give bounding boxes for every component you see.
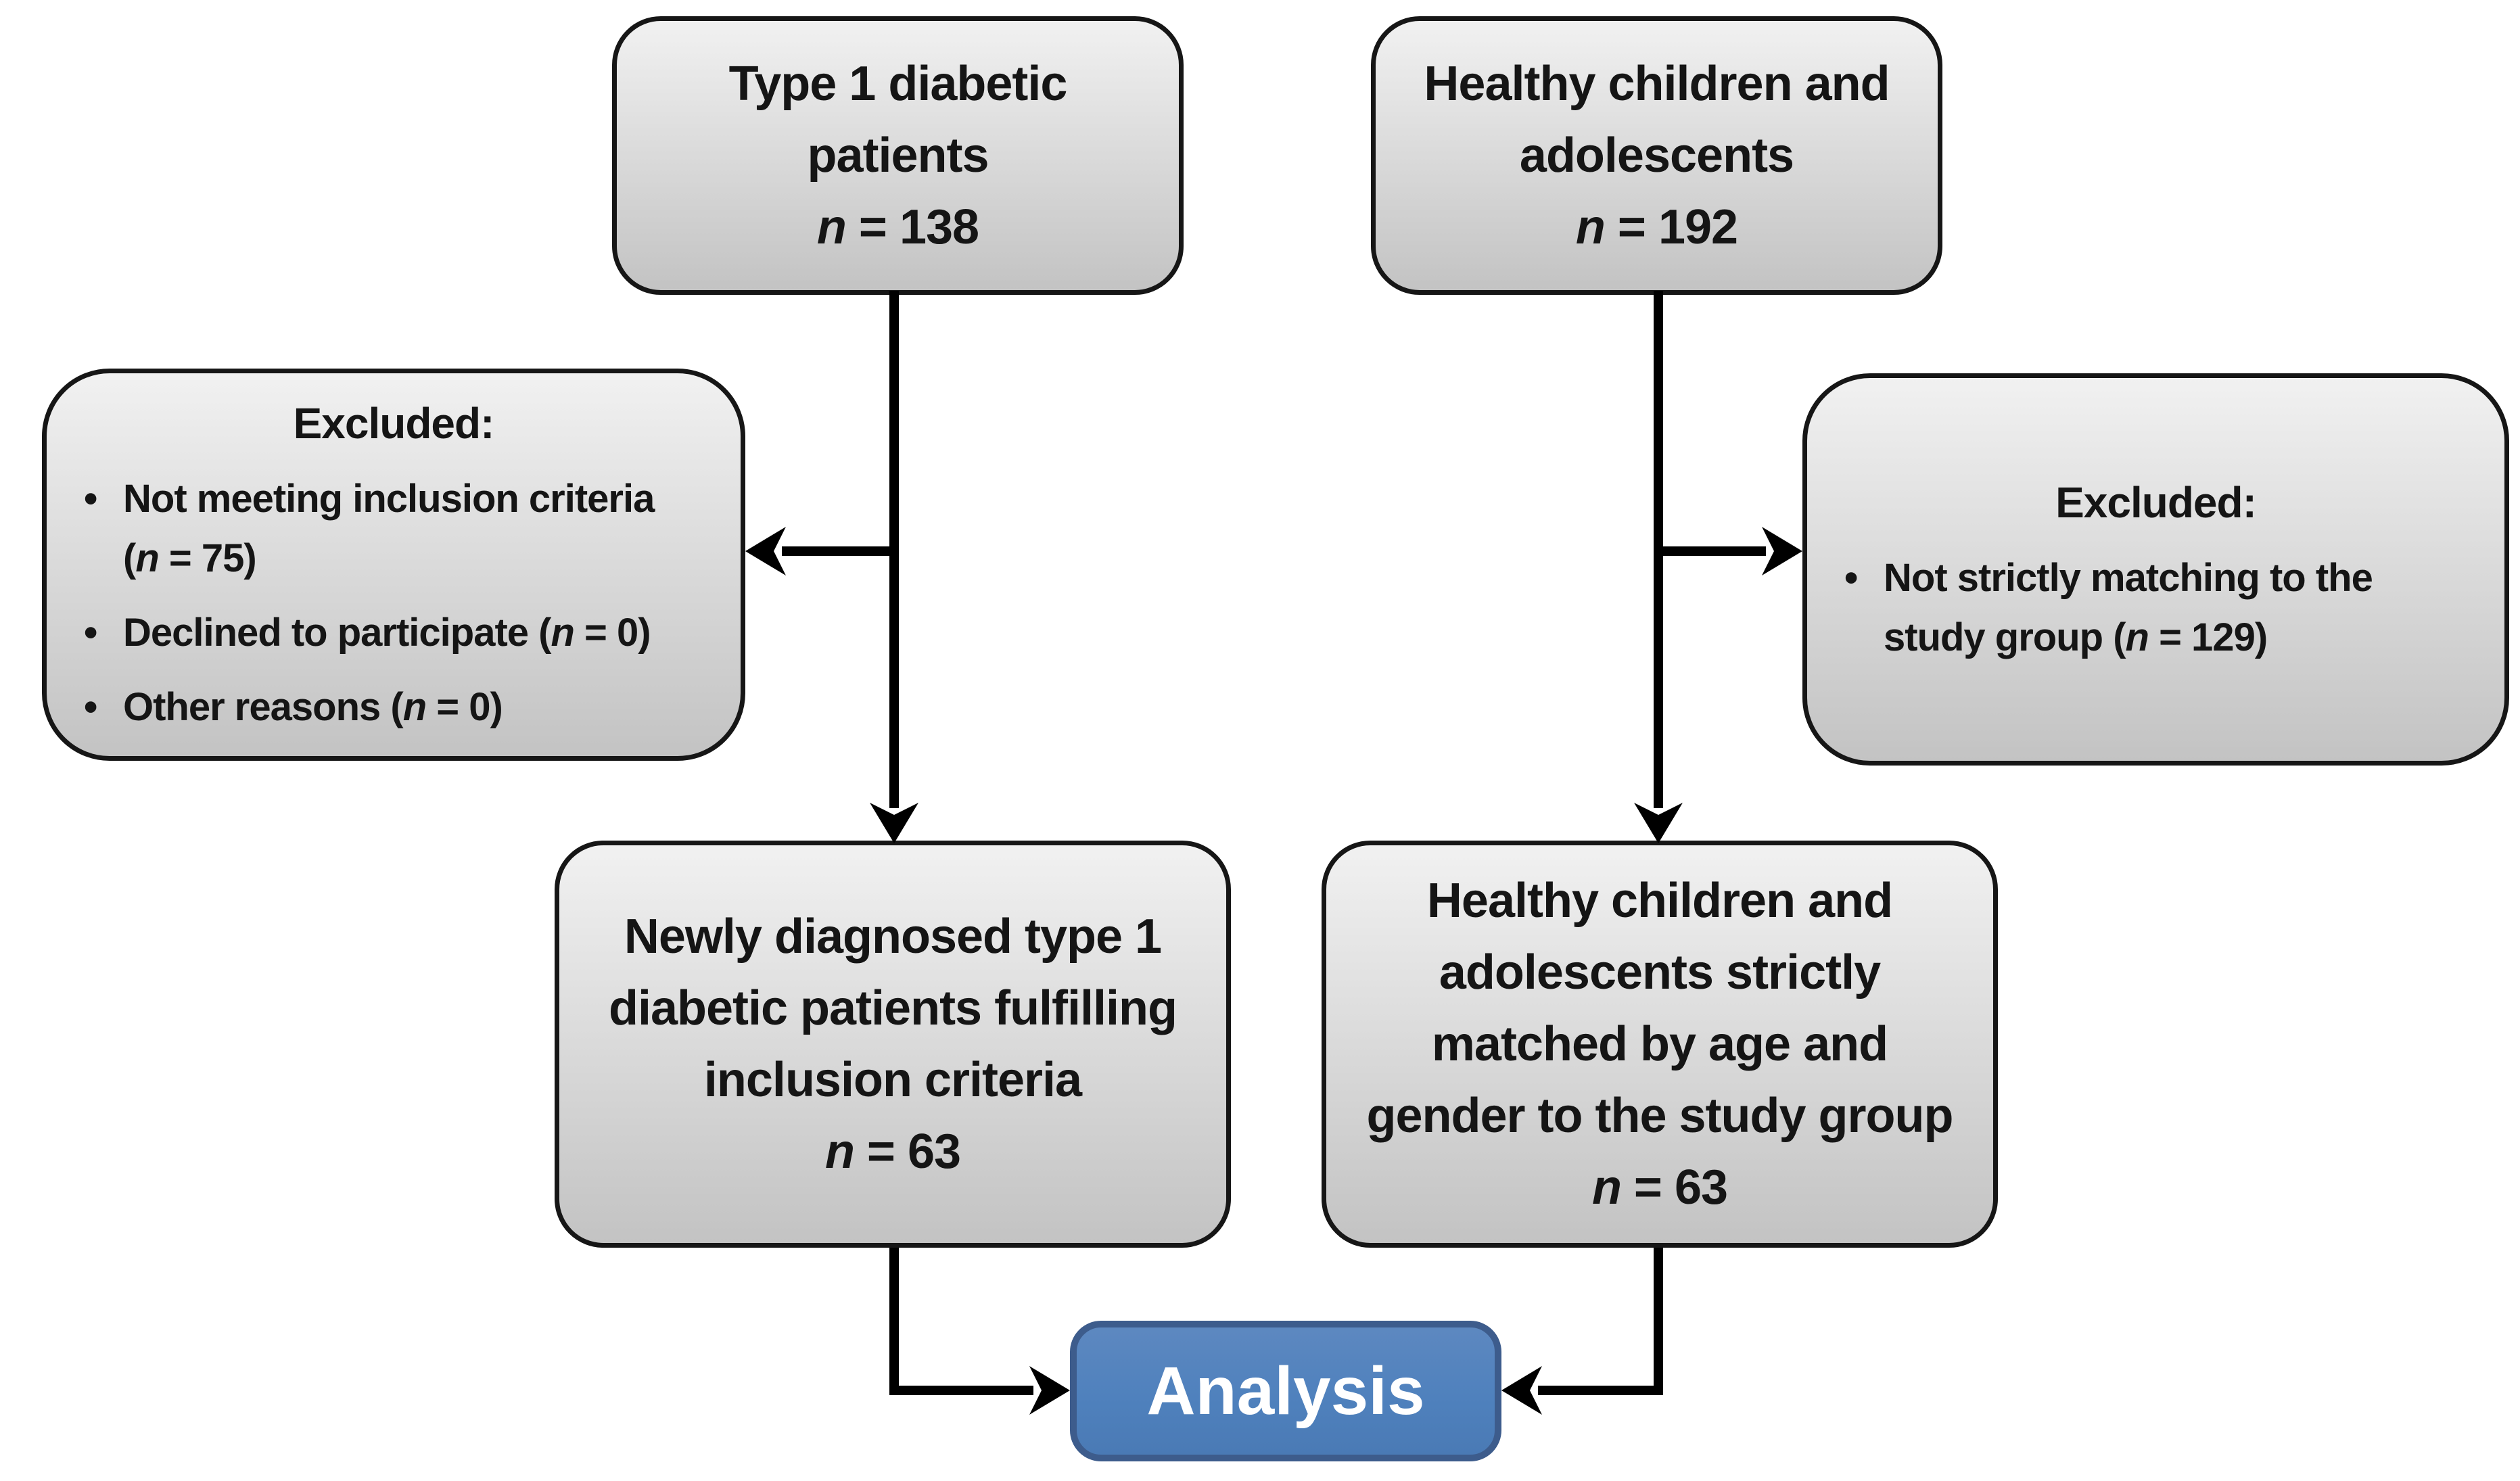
node-count-line: n = 63 bbox=[1591, 1160, 1728, 1215]
flow-node-study-excluded: Excluded: • Not meeting inclusion criter… bbox=[42, 369, 745, 761]
excluded-bullet-list: • Not meeting inclusion criteria (n = 75… bbox=[84, 469, 703, 737]
node-count-line: n = 63 bbox=[824, 1125, 961, 1179]
node-text-line: inclusion criteria bbox=[703, 1053, 1082, 1107]
flow-node-control-excluded: Excluded: • Not strictly matching to the… bbox=[1802, 373, 2509, 766]
list-item: • Not strictly matching to the study gro… bbox=[1844, 548, 2373, 667]
bullet-icon: • bbox=[1844, 556, 1858, 600]
node-text-line: Healthy children and bbox=[1426, 874, 1893, 928]
bullet-icon: • bbox=[84, 685, 97, 729]
connector-control-excluded-branch bbox=[1654, 546, 1766, 556]
list-item: • Other reasons (n = 0) bbox=[84, 678, 503, 737]
flow-node-control-included: Healthy children and adolescents strictl… bbox=[1322, 841, 1998, 1248]
excluded-heading: Excluded: bbox=[293, 399, 495, 448]
list-item: • Not meeting inclusion criteria (n = 75… bbox=[84, 469, 655, 588]
node-count-line: n = 138 bbox=[816, 200, 979, 254]
arrowhead-down-icon bbox=[870, 803, 918, 843]
node-text-line: adolescents bbox=[1519, 128, 1794, 183]
arrowhead-right-icon bbox=[1029, 1366, 1070, 1415]
connector-control-to-analysis-vertical bbox=[1654, 1248, 1663, 1395]
bullet-icon: • bbox=[84, 611, 97, 655]
node-text-line: matched by age and bbox=[1431, 1017, 1888, 1071]
flow-node-healthy-children: Healthy children and adolescents n = 192 bbox=[1371, 16, 1942, 295]
connector-study-excluded-branch bbox=[782, 546, 899, 556]
connector-control-to-analysis-horizontal bbox=[1538, 1386, 1663, 1395]
arrowhead-down-icon bbox=[1634, 803, 1683, 843]
list-item: • Declined to participate (n = 0) bbox=[84, 603, 651, 663]
node-text-line: Type 1 diabetic bbox=[728, 57, 1068, 111]
bullet-icon: • bbox=[84, 477, 97, 521]
node-text-line: Newly diagnosed type 1 bbox=[624, 910, 1162, 964]
connector-study-to-analysis-horizontal bbox=[889, 1386, 1033, 1395]
arrowhead-left-icon bbox=[745, 527, 786, 575]
node-text-line: diabetic patients fulfilling bbox=[608, 981, 1177, 1035]
node-text-line: adolescents strictly bbox=[1439, 945, 1881, 1000]
arrowhead-left-icon bbox=[1501, 1366, 1542, 1415]
analysis-label: Analysis bbox=[1146, 1353, 1425, 1429]
flow-node-analysis: Analysis bbox=[1070, 1321, 1501, 1461]
node-count-line: n = 192 bbox=[1575, 200, 1738, 254]
node-text-line: gender to the study group bbox=[1366, 1089, 1954, 1143]
excluded-bullet-list: • Not strictly matching to the study gro… bbox=[1844, 548, 2467, 667]
connector-study-to-analysis-vertical bbox=[889, 1248, 899, 1395]
node-text-line: Healthy children and bbox=[1424, 57, 1890, 111]
node-text-line: patients bbox=[807, 128, 989, 183]
flow-node-type1-diabetic-patients: Type 1 diabetic patients n = 138 bbox=[612, 16, 1184, 295]
excluded-heading: Excluded: bbox=[2055, 478, 2257, 527]
flow-node-study-included: Newly diagnosed type 1 diabetic patients… bbox=[555, 841, 1231, 1248]
arrowhead-right-icon bbox=[1762, 527, 1802, 575]
